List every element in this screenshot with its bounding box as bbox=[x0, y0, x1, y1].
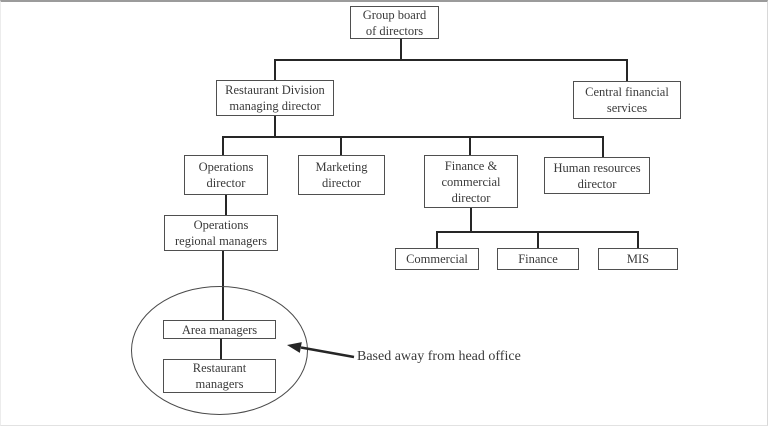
connector bbox=[225, 194, 227, 216]
node-commercial: Commercial bbox=[395, 248, 479, 270]
node-operations-director: Operations director bbox=[184, 155, 268, 195]
connector bbox=[436, 231, 438, 249]
connector bbox=[400, 39, 402, 60]
node-restaurant-division: Restaurant Division managing director bbox=[216, 80, 334, 116]
node-group-board: Group board of directors bbox=[350, 6, 439, 39]
connector bbox=[626, 59, 628, 82]
connector bbox=[637, 231, 639, 249]
connector bbox=[469, 136, 471, 156]
node-marketing-director: Marketing director bbox=[298, 155, 385, 195]
node-mis: MIS bbox=[598, 248, 678, 270]
node-central-financial: Central financial services bbox=[573, 81, 681, 119]
node-finance: Finance bbox=[497, 248, 579, 270]
connector bbox=[222, 250, 224, 321]
head-office-ellipse bbox=[131, 286, 308, 415]
connector bbox=[222, 136, 604, 138]
connector bbox=[470, 207, 472, 232]
connector bbox=[340, 136, 342, 156]
connector bbox=[274, 59, 628, 61]
connector bbox=[602, 136, 604, 158]
node-operations-regional-managers: Operations regional managers bbox=[164, 215, 278, 251]
connector bbox=[274, 59, 276, 81]
node-finance-commercial-director: Finance & commercial director bbox=[424, 155, 518, 208]
node-human-resources-director: Human resources director bbox=[544, 157, 650, 194]
node-area-managers: Area managers bbox=[163, 320, 276, 339]
node-restaurant-managers: Restaurant managers bbox=[163, 359, 276, 393]
connector bbox=[222, 136, 224, 156]
connector bbox=[274, 115, 276, 137]
connector bbox=[537, 231, 539, 249]
annotation-label: Based away from head office bbox=[357, 349, 521, 364]
